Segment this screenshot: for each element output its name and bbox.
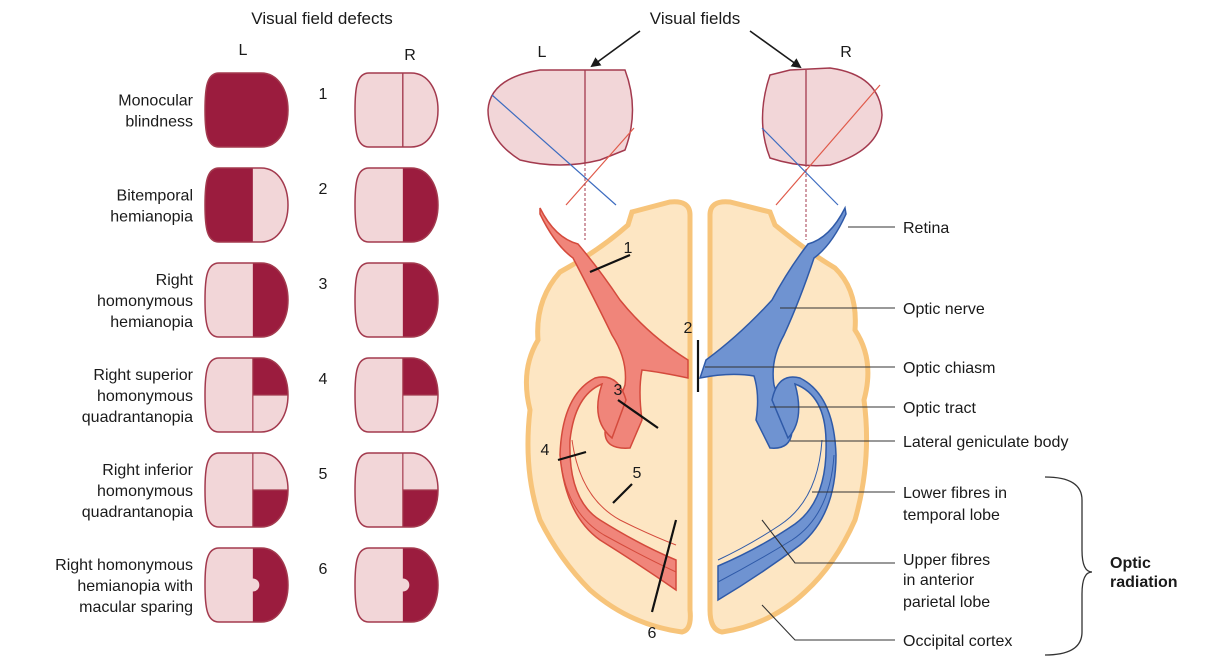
label-upper-fibres-1: Upper fibres — [903, 552, 990, 569]
label-optic-radiation-1: Optic — [1110, 555, 1151, 572]
eye-left-label: L — [538, 44, 547, 61]
label-retina: Retina — [903, 220, 949, 237]
defect-field-left-4 — [205, 358, 297, 432]
defect-field-right-1 — [355, 73, 438, 147]
row-number-2: 2 — [319, 181, 328, 198]
label-occipital: Occipital cortex — [903, 633, 1012, 650]
row-label-5-line-3: quadrantanopia — [82, 504, 193, 521]
row-label-1-line-1: Monocular — [118, 93, 193, 110]
label-lower-fibres-1: Lower fibres in — [903, 485, 1007, 502]
label-lower-fibres-2: temporal lobe — [903, 507, 1000, 524]
arrow-right-eye — [750, 31, 800, 67]
lesion-number-5: 5 — [633, 465, 642, 482]
row-label-2-line-2: hemianopia — [110, 209, 193, 226]
label-lateral-geniculate: Lateral geniculate body — [903, 434, 1068, 451]
row-label-3-line-1: Right — [156, 272, 194, 289]
defect-field-right-6 — [355, 548, 447, 622]
row-label-4-line-1: Right superior — [93, 367, 193, 384]
row-number-4: 4 — [319, 371, 328, 388]
right-visual-field — [762, 68, 882, 240]
defect-field-right-3 — [355, 263, 447, 337]
row-label-4-line-3: quadrantanopia — [82, 409, 193, 426]
defect-field-left-1 — [205, 73, 297, 147]
lesion-number-4: 4 — [541, 442, 550, 459]
defect-field-left-3 — [205, 263, 297, 337]
label-optic-tract: Optic tract — [903, 400, 976, 417]
label-optic-nerve: Optic nerve — [903, 301, 985, 318]
arrow-left-eye — [592, 31, 640, 66]
defect-field-left-2 — [205, 168, 288, 242]
row-label-3-line-2: homonymous — [97, 293, 193, 310]
eye-right-label: R — [840, 44, 852, 61]
row-label-6-line-3: macular sparing — [79, 599, 193, 616]
row-label-5-line-2: homonymous — [97, 483, 193, 500]
label-upper-fibres-2: in anterior — [903, 572, 975, 589]
defect-field-left-6 — [205, 548, 297, 622]
lesion-number-2: 2 — [684, 320, 693, 337]
row-number-6: 6 — [319, 561, 328, 578]
row-label-5-line-1: Right inferior — [102, 462, 193, 479]
visual-fields-title: Visual fields — [650, 9, 740, 28]
defect-field-left-5 — [205, 453, 297, 527]
row-label-6-line-2: hemianopia with — [77, 578, 193, 595]
row-label-3-line-3: hemianopia — [110, 314, 193, 331]
lesion-number-1: 1 — [624, 240, 633, 257]
label-optic-chiasm: Optic chiasm — [903, 360, 995, 377]
row-label-6-line-1: Right homonymous — [55, 557, 193, 574]
row-label-4-line-2: homonymous — [97, 388, 193, 405]
defects-title: Visual field defects — [251, 9, 392, 28]
row-number-5: 5 — [319, 466, 328, 483]
defects-col-left: L — [239, 42, 248, 59]
defects-col-right: R — [404, 47, 416, 64]
row-number-3: 3 — [319, 276, 328, 293]
label-upper-fibres-3: parietal lobe — [903, 594, 990, 611]
defect-field-right-2 — [355, 168, 447, 242]
lesion-number-3: 3 — [614, 382, 623, 399]
radiation-brace — [1045, 477, 1092, 655]
row-label-1-line-2: blindness — [125, 114, 193, 131]
left-visual-field — [488, 70, 634, 240]
lesion-number-6: 6 — [648, 625, 657, 642]
row-label-2-line-1: Bitemporal — [117, 188, 193, 205]
defect-rows: 1 Monocular blindness 2 Bitemporal hemianopia… — [55, 73, 447, 622]
label-optic-radiation-2: radiation — [1110, 574, 1178, 591]
defect-field-right-4 — [355, 358, 447, 432]
row-number-1: 1 — [319, 86, 328, 103]
defect-field-right-5 — [355, 453, 447, 527]
